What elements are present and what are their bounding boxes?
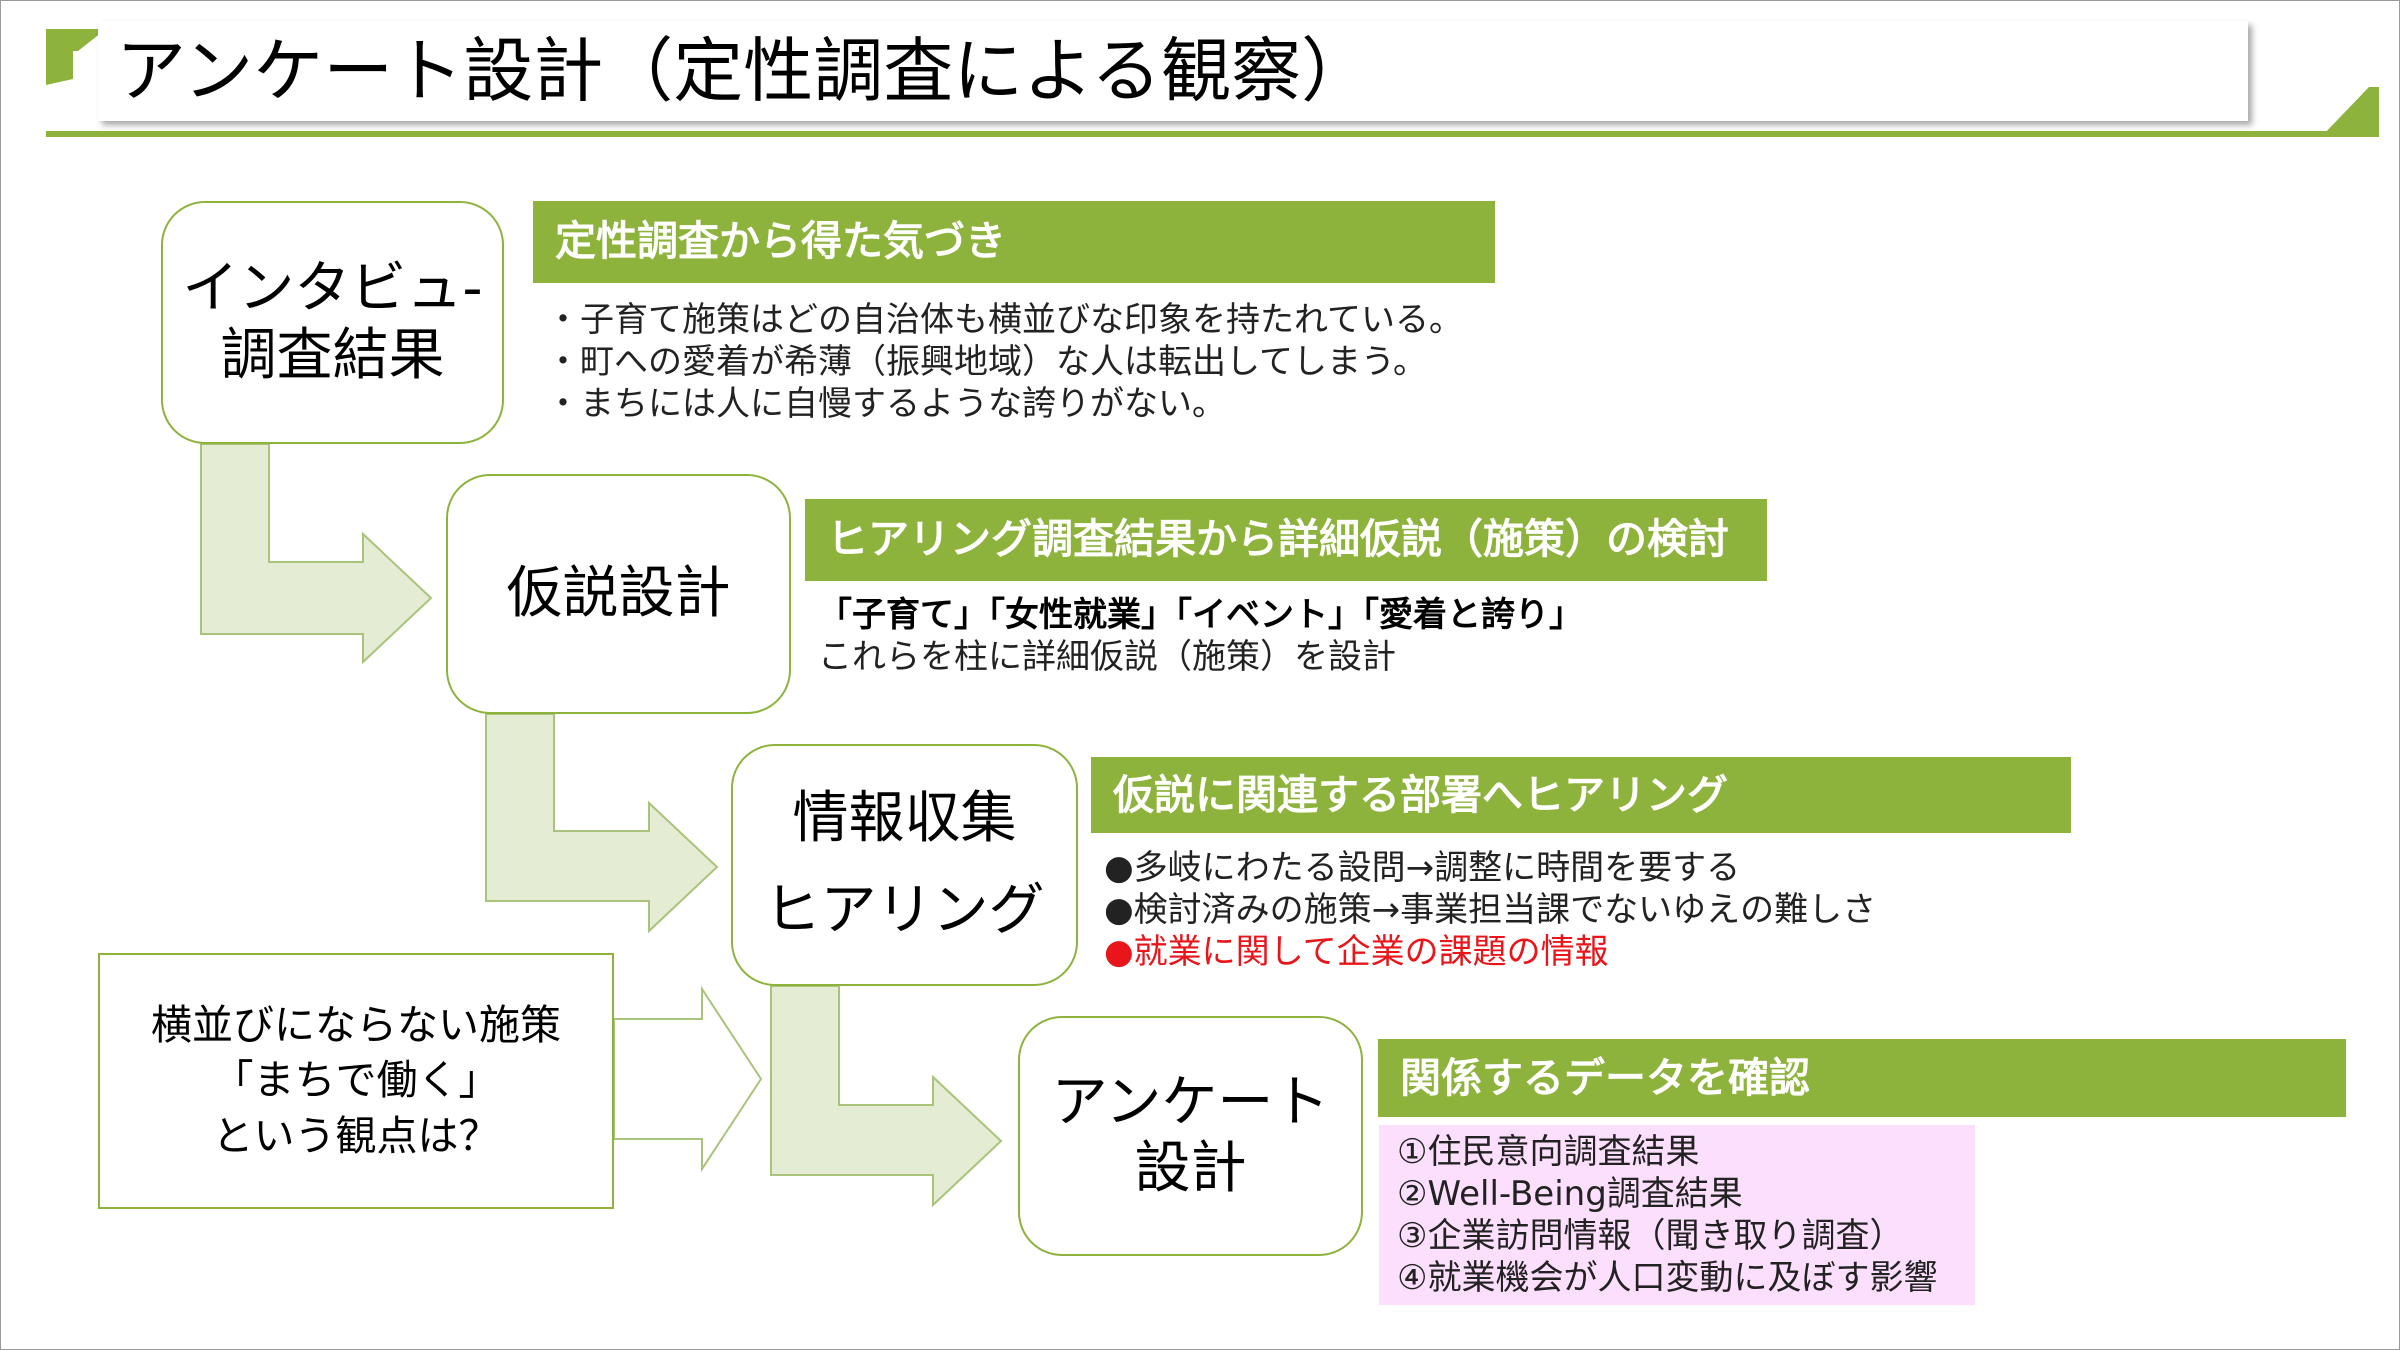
arrow-hypothesis-to-collection (485, 713, 719, 934)
arrow-interview-to-hypothesis (200, 443, 433, 665)
step-interview-results: インタビュ- 調査結果 (161, 201, 504, 444)
section-2-body: 「子育て」「女性就業」「イベント」「愛着と誇り」 これらを柱に詳細仮説（施策）を… (818, 594, 1818, 678)
section-1-line: ・子育て施策はどの自治体も横並びな印象を持たれている。 (546, 300, 1463, 340)
page-title: アンケート設計（定性調査による観察） (116, 30, 1372, 112)
section-2-header: ヒアリング調査結果から詳細仮説（施策）の検討 (805, 499, 1767, 581)
section-3-highlight-line: ●就業に関して企業の課題の情報 (1104, 932, 1609, 972)
data-list-item: ①住民意向調査結果 (1397, 1132, 1700, 1172)
section-3-line: ●多岐にわたる設問→調整に時間を要する (1104, 848, 1741, 888)
section-4-header: 関係するデータを確認 (1378, 1039, 2346, 1117)
arrow-note-to-collection (613, 985, 763, 1173)
step-survey-design: アンケート 設計 (1018, 1016, 1363, 1256)
data-list-item: ②Well-Being調査結果 (1397, 1174, 1743, 1214)
section-3-line: ●検討済みの施策→事業担当課でないゆえの難しさ (1104, 890, 1877, 930)
data-list-item: ④就業機会が人口変動に及ぼす影響 (1397, 1258, 1938, 1298)
section-3-body: ●多岐にわたる設問→調整に時間を要する ●検討済みの施策→事業担当課でないゆえの… (1104, 847, 2204, 973)
title-bar (98, 21, 2248, 121)
title-underline (46, 131, 2376, 137)
side-note-box: 横並びにならない施策 「まちで働く」 という観点は？ (98, 953, 614, 1209)
section-1-line: ・まちには人に自慢するような誇りがない。 (546, 384, 1226, 424)
section-3-header: 仮説に関連する部署へヒアリング (1091, 757, 2071, 833)
corner-accent-top-left (46, 29, 106, 85)
step-information-collection: 情報収集 ヒアリング (731, 744, 1078, 986)
data-list-item: ③企業訪問情報（聞き取り調査） (1397, 1216, 1904, 1256)
corner-accent-bottom-right (2321, 87, 2379, 137)
section-1-header: 定性調査から得た気づき (533, 201, 1495, 283)
section-1-body: ・子育て施策はどの自治体も横並びな印象を持たれている。 ・町への愛着が希薄（振興… (546, 299, 1546, 425)
section-1-line: ・町への愛着が希薄（振興地域）な人は転出してしまう。 (546, 342, 1427, 382)
section-4-data-list: ①住民意向調査結果 ②Well-Being調査結果 ③企業訪問情報（聞き取り調査… (1379, 1125, 1975, 1305)
section-2-line: これらを柱に詳細仮説（施策）を設計 (818, 637, 1396, 677)
step-hypothesis-design: 仮説設計 (446, 474, 791, 714)
section-2-pillars: 「子育て」「女性就業」「イベント」「愛着と誇り」 (818, 595, 1583, 635)
arrow-collection-to-survey (770, 985, 1003, 1208)
